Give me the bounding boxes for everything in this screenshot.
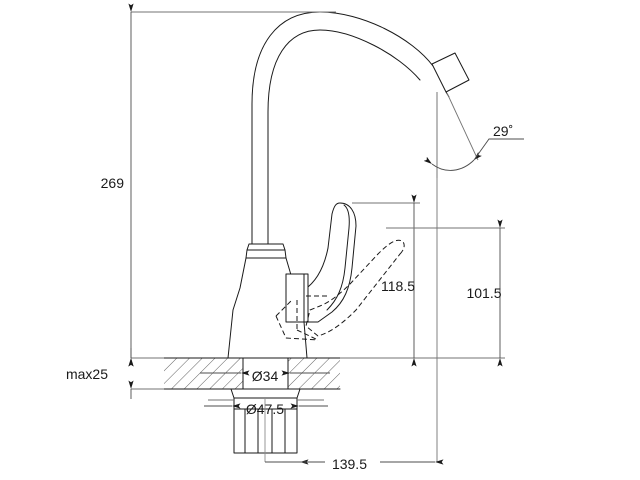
dimension-countertop-thickness: max25 (66, 348, 164, 399)
dimension-label-29-degrees: 29˚ (493, 123, 513, 139)
dimension-overall-height: 269 (101, 3, 336, 367)
dimension-label-118-5: 118.5 (381, 278, 415, 294)
lever-handle (303, 202, 357, 323)
dimension-label-101-5: 101.5 (466, 285, 501, 301)
dimension-spout-reach: 139.5 (265, 92, 444, 472)
dimension-flange-diameter: Ø47.5 (204, 399, 328, 417)
dimension-swivel-angle: 29˚ (423, 92, 524, 178)
countertop-section (163, 357, 341, 390)
cartridge-collar (285, 273, 309, 323)
aerator-head (431, 52, 470, 98)
dimension-spout-height: 101.5 (386, 219, 505, 367)
dimension-label-dia34: Ø34 (252, 368, 279, 384)
gooseneck-spout (251, 11, 434, 113)
dimension-label-269: 269 (101, 175, 125, 191)
dimension-label-dia47-5: Ø47.5 (246, 401, 284, 417)
dimension-handle-clearance: 118.5 (340, 194, 420, 367)
dimension-label-139-5: 139.5 (332, 456, 367, 472)
lever-handle-alternate-position (275, 239, 405, 341)
mounting-shank (230, 388, 301, 454)
dimension-label-max25: max25 (66, 366, 108, 382)
riser-tube (251, 103, 269, 245)
dimension-hole-diameter: Ø34 (200, 368, 330, 384)
